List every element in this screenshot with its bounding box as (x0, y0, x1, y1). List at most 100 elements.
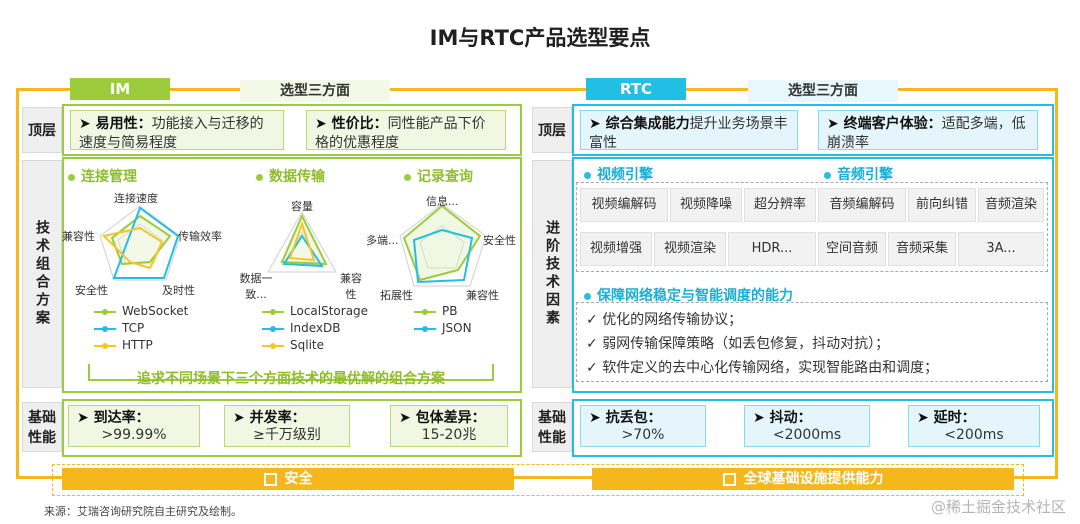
check-icon: ✓ (586, 336, 603, 352)
im-legend-transfer: LocalStorage IndexDB Sqlite (262, 303, 368, 354)
im-top-box-ease-title: 易用性： (95, 116, 152, 132)
im-radar-transfer (267, 210, 337, 273)
rtc-network-title: 保障网络稳定与智能调度的能力 (584, 285, 793, 305)
im-conclusion-bracket (88, 364, 494, 381)
rtc-video-cell-4: 视频增强 (580, 232, 652, 266)
rtc-top-label: 顶层 (532, 107, 572, 153)
im-tab: IM (70, 78, 170, 100)
im-base-box-size: ➤ 包体差异： 15-20兆 (390, 405, 508, 447)
radar-transfer-axis-capacity: 容量 (291, 200, 313, 213)
im-section-connection-title: 连接管理 (68, 166, 137, 186)
bottom-bar-security: 安全 (62, 468, 514, 490)
radar-connection-axis-timeliness: 及时性 (162, 284, 195, 297)
rtc-engine-box (576, 182, 1048, 272)
rtc-audio-cell-1: 音频编解码 (818, 188, 906, 222)
rtc-top-box-integration-title: 综合集成能力 (605, 116, 690, 132)
check-icon: ✓ (586, 312, 603, 328)
legend-item-pb: PB (414, 303, 472, 320)
radar-query-axis-compat: 兼容性 (466, 289, 499, 302)
square-icon (263, 472, 277, 486)
rtc-network-list: ✓ 优化的网络传输协议； ✓ 弱网传输保障策略（如丢包修复，抖动对抗）； ✓ 软… (586, 308, 938, 380)
rtc-network-item: ✓ 软件定义的去中心化传输网络，实现智能路由和调度； (586, 360, 939, 376)
radar-query-axis-security: 安全性 (483, 234, 516, 247)
radar-query-axis-info: 信息... (426, 195, 459, 208)
im-base-box-arrival: ➤ 到达率： >99.99% (68, 405, 200, 447)
im-radar-connection (99, 205, 181, 281)
im-radar-query (399, 203, 487, 287)
rtc-top-box-integration-text: 提升业务场景丰富性 (589, 116, 788, 151)
rtc-audio-cell-6: 3A... (958, 232, 1044, 266)
radar-query-pb (402, 204, 482, 282)
im-base-arrival-value: >99.99% (101, 427, 167, 443)
frame-right (1055, 88, 1058, 478)
check-icon: ✓ (586, 360, 603, 376)
radar-connection-axis-efficiency: 传输效率 (178, 230, 222, 243)
radar-connection-axis-security: 安全性 (75, 284, 108, 297)
rtc-subtab: 选型三方面 (748, 80, 898, 102)
legend-item-http: HTTP (94, 337, 188, 354)
im-section-query-title: 记录查询 (404, 166, 473, 186)
rtc-top-box-experience-title: 终端客户体验： (843, 116, 942, 132)
rtc-network-box (576, 302, 1048, 382)
rtc-video-cell-5: 视频渲染 (654, 232, 726, 266)
im-base-concurrency-value: ≥千万级别 (253, 427, 321, 443)
rtc-audio-cell-3: 音频渲染 (978, 188, 1044, 222)
rtc-video-cell-6: HDR... (728, 232, 816, 266)
rtc-video-cell-2: 视频降噪 (670, 188, 742, 222)
im-mid-panel (62, 157, 522, 393)
legend-item-json: JSON (414, 320, 472, 337)
bottom-dashed-frame (52, 464, 1024, 496)
rtc-mid-label: 进阶技术因素 (532, 160, 572, 388)
rtc-video-cell-1: 视频编解码 (580, 188, 668, 222)
legend-item-tcp: TCP (94, 320, 188, 337)
im-top-label: 顶层 (22, 107, 62, 153)
radar-connection-tcp (112, 206, 180, 279)
rtc-audio-cell-2: 前向纠错 (908, 188, 976, 222)
frame-left (16, 88, 19, 478)
page-title: IM与RTC产品选型要点 (429, 26, 651, 50)
im-section-transfer-title: 数据传输 (256, 166, 325, 186)
radar-query-axis-scalability: 拓展性 (380, 289, 413, 302)
frame-bottom (16, 476, 1058, 479)
radar-connection-grid-outer (99, 205, 181, 281)
im-top-box-ease: ➤ 易用性：功能接入与迁移的速度与简易程度 (70, 110, 284, 151)
rtc-base-box-latency: ➤ 延时： <200ms (908, 405, 1040, 447)
radar-query-grid-inner (419, 225, 465, 269)
legend-item-sqlite: Sqlite (262, 337, 368, 354)
rtc-base-latency-value: <200ms (944, 427, 1004, 443)
legend-item-indexdb: IndexDB (262, 320, 368, 337)
im-conclusion: 追求不同场景下三个方面技术的最优解的组合方案 (137, 371, 445, 387)
rtc-audio-title: 音频引擎 (824, 164, 893, 184)
rtc-base-jitter-value: <2000ms (772, 427, 842, 443)
watermark: @稀土掘金技术社区 (930, 498, 1066, 516)
radar-query-json (412, 228, 474, 284)
rtc-top-box-experience-text: 适配多端，低崩溃率 (827, 116, 1026, 151)
rtc-base-box-loss: ➤ 抗丢包： >70% (580, 405, 706, 447)
legend-item-localstorage: LocalStorage (262, 303, 368, 320)
radar-query-grid-outer (399, 203, 487, 287)
square-icon (722, 472, 736, 486)
radar-transfer-axis-consistency: 数据一致... (239, 272, 273, 301)
radar-transfer-sqlite (288, 220, 316, 262)
im-top-box-value: ➤ 性价比：同性能产品下价格的优惠程度 (306, 110, 506, 151)
im-subtab: 选型三方面 (240, 80, 390, 102)
im-base-size-value: 15-20兆 (421, 427, 477, 443)
im-base-label: 基础性能 (22, 402, 62, 452)
im-top-box-ease-text: 功能接入与迁移的速度与简易程度 (79, 116, 264, 151)
legend-item-websocket: WebSocket (94, 303, 188, 320)
source-note: 来源：艾瑞咨询研究院自主研究及绘制。 (44, 505, 242, 518)
rtc-network-item: ✓ 优化的网络传输协议； (586, 312, 743, 328)
rtc-top-box-experience: ➤ 终端客户体验：适配多端，低崩溃率 (818, 110, 1038, 151)
rtc-base-label: 基础性能 (532, 402, 572, 452)
radar-transfer-grid-outer (267, 210, 337, 273)
radar-connection-axis-compat: 兼容性 (62, 230, 95, 243)
rtc-base-loss-value: >70% (621, 427, 665, 443)
im-legend-connection: WebSocket TCP HTTP (94, 303, 188, 354)
rtc-video-title: 视频引擎 (584, 164, 653, 184)
rtc-video-cell-3: 超分辨率 (744, 188, 816, 222)
im-base-box-concurrency: ➤ 并发率： ≥千万级别 (224, 405, 350, 447)
radar-query-axis-multiend: 多端... (366, 234, 399, 247)
rtc-network-item: ✓ 弱网传输保障策略（如丢包修复，抖动对抗）； (586, 336, 890, 352)
radar-transfer-axis-compat: 兼容性 (340, 272, 362, 301)
im-mid-label: 技术组合方案 (22, 160, 62, 388)
